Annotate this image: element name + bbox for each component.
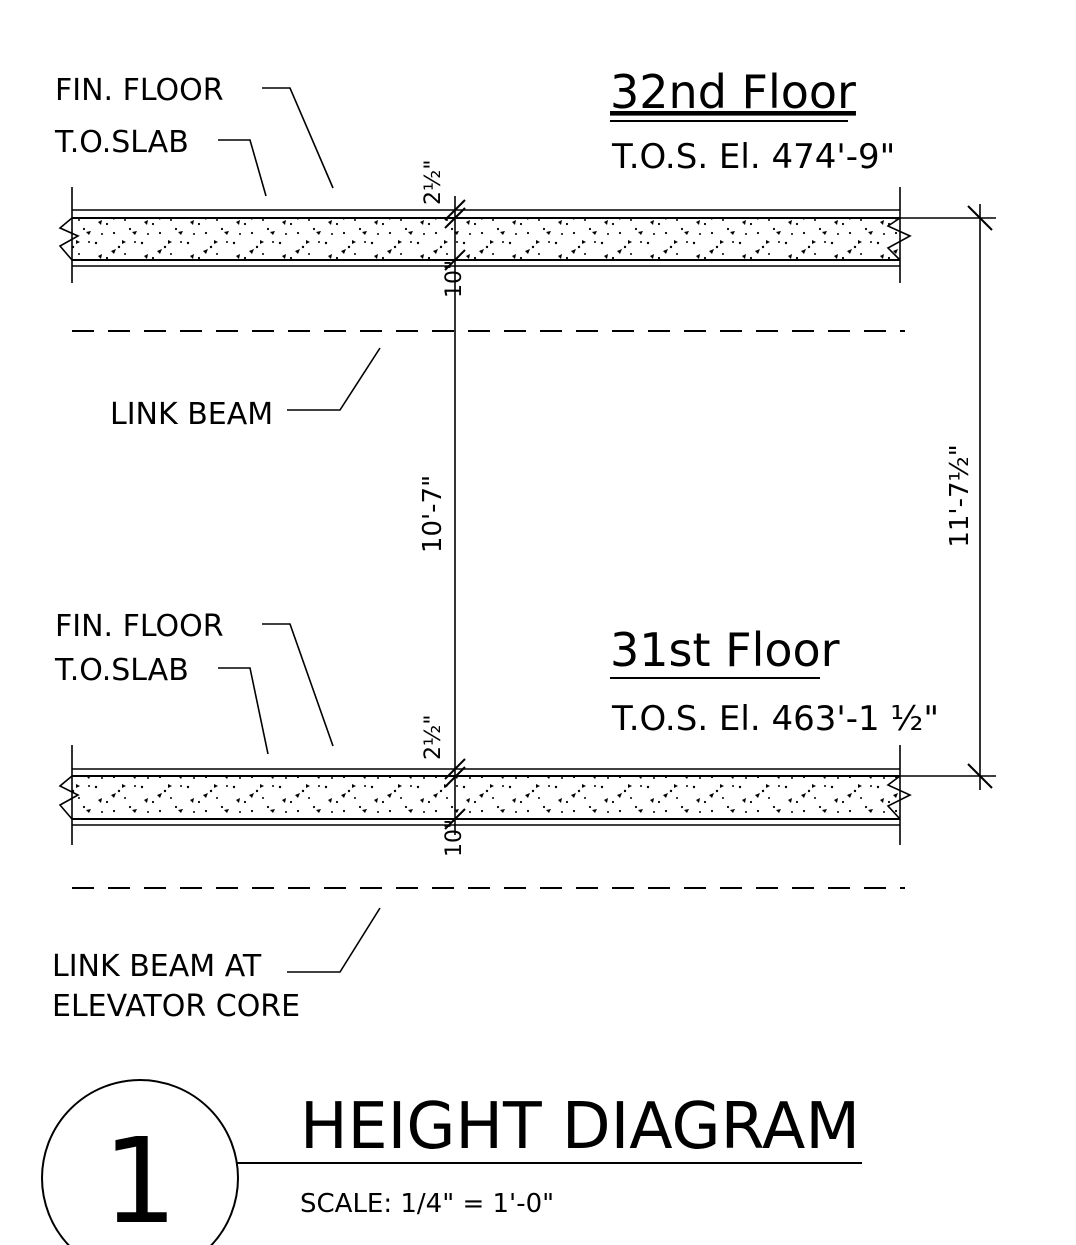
lower-floor-title: 31st Floor xyxy=(610,623,840,677)
lower-slab-dim: 10" xyxy=(442,819,467,857)
floor-to-floor-text: 11'-7½" xyxy=(945,444,975,547)
title-block: 1 HEIGHT DIAGRAM SCALE: 1/4" = 1'-0" xyxy=(41,1079,862,1245)
upper-floor-title: 32nd Floor xyxy=(610,65,856,119)
upper-slab xyxy=(58,187,912,283)
leader-lines xyxy=(218,87,381,973)
upper-to-slab-label: T.O.SLAB xyxy=(54,125,189,160)
lower-link-beam-label-line2: ELEVATOR CORE xyxy=(52,989,300,1024)
clear-height-text: 10'-7" xyxy=(418,475,448,553)
upper-slab-dim: 10" xyxy=(442,260,467,298)
lower-to-slab-label: T.O.SLAB xyxy=(54,653,189,688)
lower-slab xyxy=(58,745,912,845)
detail-number: 1 xyxy=(102,1112,177,1245)
lower-topping-dim: 2½" xyxy=(421,715,446,760)
clear-height-dimension xyxy=(444,196,466,835)
upper-fin-floor-label: FIN. FLOOR xyxy=(55,73,224,108)
upper-topping-dim: 2½" xyxy=(421,160,446,205)
detail-number-circle xyxy=(41,1079,239,1245)
upper-elevation: T.O.S. El. 474'-9" xyxy=(611,137,895,177)
floor-to-floor-dimension xyxy=(900,204,996,790)
upper-link-beam-label: LINK BEAM xyxy=(110,397,273,432)
scale-text: SCALE: 1/4" = 1'-0" xyxy=(300,1189,554,1219)
lower-fin-floor-label: FIN. FLOOR xyxy=(55,609,224,644)
diagram-title: HEIGHT DIAGRAM xyxy=(300,1090,860,1164)
lower-link-beam-label-line1: LINK BEAM AT xyxy=(52,949,262,984)
lower-elevation: T.O.S. El. 463'-1 ½" xyxy=(611,699,939,739)
